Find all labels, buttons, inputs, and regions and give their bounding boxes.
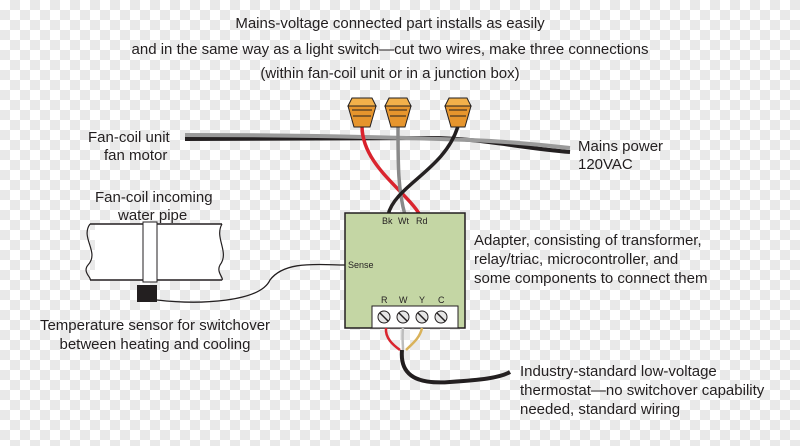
wire-connector-icon [444,97,472,128]
adapter-label-2: relay/triac, microcontroller, and [474,251,679,268]
connector-black-wire [386,125,460,216]
temperature-sensor [137,285,157,302]
thermostat-red-wire [384,327,401,352]
screw-terminal-icon [434,310,448,324]
terminal-label-bk: Bk [382,216,393,226]
fan-motor-label-1: Fan-coil unit [88,129,170,146]
thermostat-label-3: needed, standard wiring [520,401,681,418]
wire-connector-icon [384,97,412,128]
terminal-label-r: R [381,295,388,305]
header-line-2: and in the same way as a light switch—cu… [131,41,649,58]
terminal-label-wt: Wt [398,216,409,226]
sensor-wire [156,263,346,303]
mains-power-label-2: 120VAC [578,156,633,173]
adapter-label-3: some components to connect them [474,270,708,287]
temp-sensor-label-1: Temperature sensor for switchover [39,317,271,334]
header-line-3: (within fan-coil unit or in a junction b… [260,65,520,82]
connector-red-wire [360,125,422,216]
screw-terminal-icon [377,310,391,324]
mains-power-label-1: Mains power [578,138,664,155]
mains-black-wire [184,135,571,154]
water-pipe-label-2: water pipe [118,207,188,224]
water-pipe [85,221,225,283]
header-line-1: Mains-voltage connected part installs as… [235,15,545,32]
screw-terminal-icon [415,310,429,324]
wire-connector-icon [347,97,377,128]
temp-sensor-label-2: between heating and cooling [59,336,251,353]
sense-label: Sense [348,260,374,270]
screw-terminal-icon [396,310,410,324]
connector-gray-wire [396,125,407,216]
thermostat-yellow-wire [405,327,424,351]
terminal-block [371,305,459,329]
thermostat-label-2: thermostat—no switchover capability [520,382,765,399]
thermostat-label-1: Industry-standard low-voltage [520,363,717,380]
thermostat-cable [399,349,512,385]
mains-gray-wire [184,133,571,150]
terminal-label-w: W [399,295,408,305]
terminal-label-y: Y [419,295,426,305]
terminal-label-rd: Rd [416,216,428,226]
fan-motor-label-2: fan motor [104,147,168,164]
terminal-label-c: C [438,295,445,305]
water-pipe-label-1: Fan-coil incoming [95,189,213,206]
adapter-label-1: Adapter, consisting of transformer, [474,232,702,249]
